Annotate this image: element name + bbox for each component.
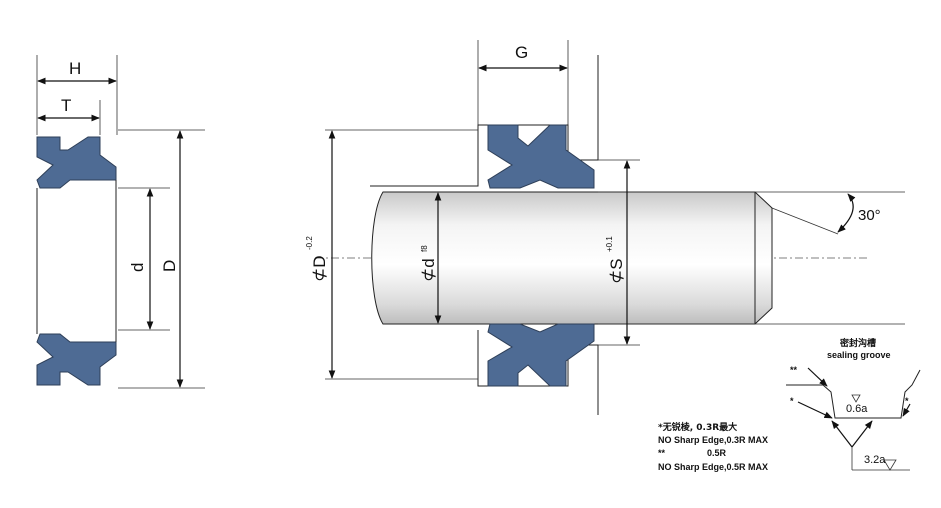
roughness-symbol-wall — [851, 394, 861, 403]
seal-profile-top — [36, 136, 117, 189]
angle-arc — [837, 193, 856, 233]
groove-title-cn: 密封沟槽 — [839, 337, 876, 349]
note-line-4: NO Sharp Edge,0.5R MAX — [658, 462, 768, 472]
bore-tolerance: -0.2 — [305, 236, 314, 250]
roughness-leader-b — [851, 420, 873, 448]
g-label: G — [515, 43, 528, 62]
housing-bottom — [477, 330, 599, 415]
chamfer-angle-line — [771, 207, 839, 235]
installed-seal-top — [487, 124, 595, 189]
roughness-bottom-label: 3.2a — [864, 454, 886, 466]
star1-leader-left — [797, 401, 833, 419]
seal-profile-bottom — [36, 333, 117, 386]
assembly-view: G ⊄D -0.2 ⊄d f8 ⊄S +0.1 30° — [305, 40, 905, 415]
rod-body — [371, 191, 773, 325]
installed-seal-bottom — [487, 323, 595, 387]
groove-title-en: sealing groove — [827, 350, 891, 360]
h-label: H — [69, 59, 81, 78]
roughness-symbol-bottom — [883, 459, 897, 471]
t-label: T — [61, 96, 71, 115]
roughness-wall-label: 0.6a — [846, 403, 868, 415]
big-d-label: D — [160, 260, 179, 272]
groove-detail: 密封沟槽 sealing groove ** * * 0.6a 3.2a — [786, 337, 921, 471]
note-line-3-star: ** — [658, 448, 666, 458]
bore-diameter-label: ⊄D — [310, 255, 329, 282]
star1-leader-right — [902, 403, 911, 417]
groove-star1-mark-left: * — [790, 396, 794, 406]
s-tolerance: +0.1 — [605, 236, 614, 252]
rod-diameter-label: ⊄d — [419, 258, 438, 282]
rod-tolerance: f8 — [420, 245, 429, 252]
angle-label: 30° — [858, 207, 881, 224]
star2-leader — [807, 367, 828, 387]
s-diameter-label: ⊄S — [607, 258, 626, 284]
roughness-leader-a — [831, 420, 853, 448]
note-line-3-value: 0.5R — [707, 448, 727, 458]
groove-star2-mark: ** — [790, 365, 798, 375]
d-label: d — [128, 263, 147, 272]
edge-notes: *无锐棱, 0.3R最大 NO Sharp Edge,0.3R MAX ** 0… — [658, 421, 768, 472]
note-line-1: *无锐棱, 0.3R最大 — [658, 421, 737, 433]
seal-section-view: H T d D — [36, 55, 205, 389]
groove-star1-mark-right: * — [905, 396, 909, 406]
note-line-2: NO Sharp Edge,0.3R MAX — [658, 435, 768, 445]
